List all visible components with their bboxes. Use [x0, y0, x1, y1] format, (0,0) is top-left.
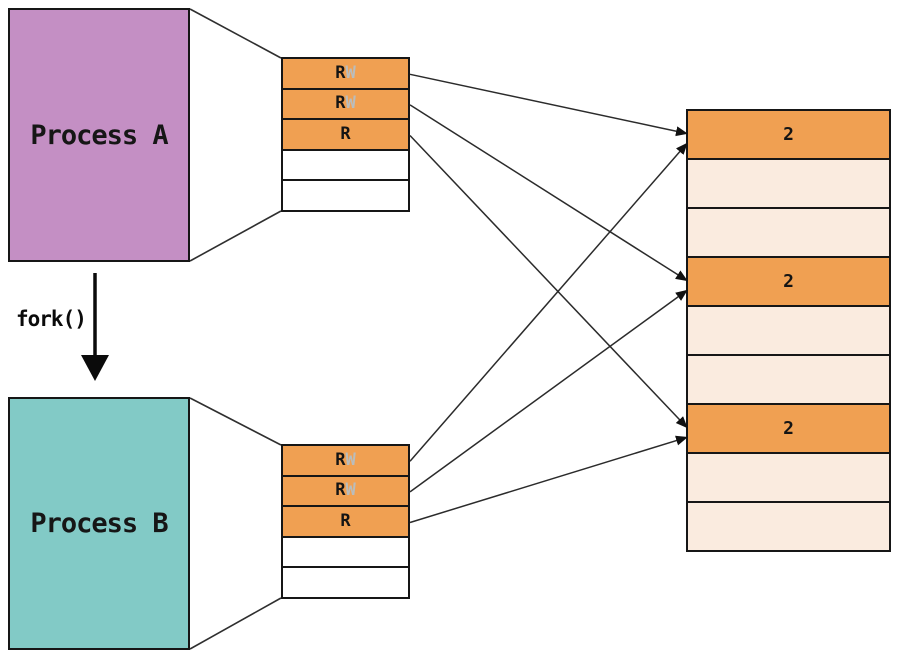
write-permission-flag: W — [345, 62, 356, 83]
fanout-line-b-top — [189, 397, 282, 446]
frame-row-8 — [688, 503, 889, 550]
frame-row-2 — [688, 209, 889, 258]
frame-ref-count: 2 — [783, 124, 794, 145]
write-permission-flag: W — [345, 480, 356, 501]
mapping-arrow-a0-frame0 — [409, 73, 688, 137]
frame-row-3: 2 — [688, 258, 889, 307]
page-table-b-row-3 — [283, 537, 408, 569]
read-permission-flag: R — [335, 449, 346, 470]
mapping-arrow-b1-frame3 — [409, 289, 688, 493]
mapping-arrow-b0-frame0 — [409, 142, 688, 462]
process-b-box: Process B — [8, 397, 190, 650]
frame-row-5 — [688, 356, 889, 405]
frame-ref-count: 2 — [783, 418, 794, 439]
page-table-a-row-3 — [283, 150, 408, 182]
page-table-a-row-4 — [283, 181, 408, 210]
read-permission-flag: R — [335, 480, 346, 501]
frame-row-1 — [688, 160, 889, 209]
physical-memory: 2 2 2 — [686, 109, 891, 552]
frame-row-4 — [688, 307, 889, 356]
write-permission-flag: W — [345, 93, 356, 114]
read-permission-flag: R — [335, 62, 346, 83]
frame-row-0: 2 — [688, 111, 889, 160]
write-permission-flag: W — [345, 449, 356, 470]
process-a-box: Process A — [8, 8, 190, 262]
fanout-line-a-top — [189, 8, 282, 59]
read-permission-flag: R — [335, 93, 346, 114]
read-permission-flag: R — [340, 123, 351, 144]
frame-row-6: 2 — [688, 405, 889, 454]
mapping-arrows — [409, 73, 688, 524]
fanout-line-b-bottom — [189, 597, 282, 650]
frame-ref-count: 2 — [783, 271, 794, 292]
mapping-arrow-a2-frame6 — [409, 134, 688, 429]
page-table-a-row-2: R — [283, 120, 408, 151]
frame-row-7 — [688, 454, 889, 503]
mapping-arrow-a1-frame3 — [409, 104, 688, 282]
page-table-b-row-2: R — [283, 507, 408, 538]
process-b-label: Process B — [30, 508, 168, 539]
fanout-lines — [189, 8, 282, 650]
read-permission-flag: R — [340, 510, 351, 531]
fanout-line-a-bottom — [189, 210, 282, 262]
page-table-b-row-4 — [283, 568, 408, 597]
process-a-label: Process A — [30, 119, 168, 151]
mapping-arrow-b2-frame6 — [409, 435, 688, 524]
fork-label: fork() — [16, 307, 87, 331]
